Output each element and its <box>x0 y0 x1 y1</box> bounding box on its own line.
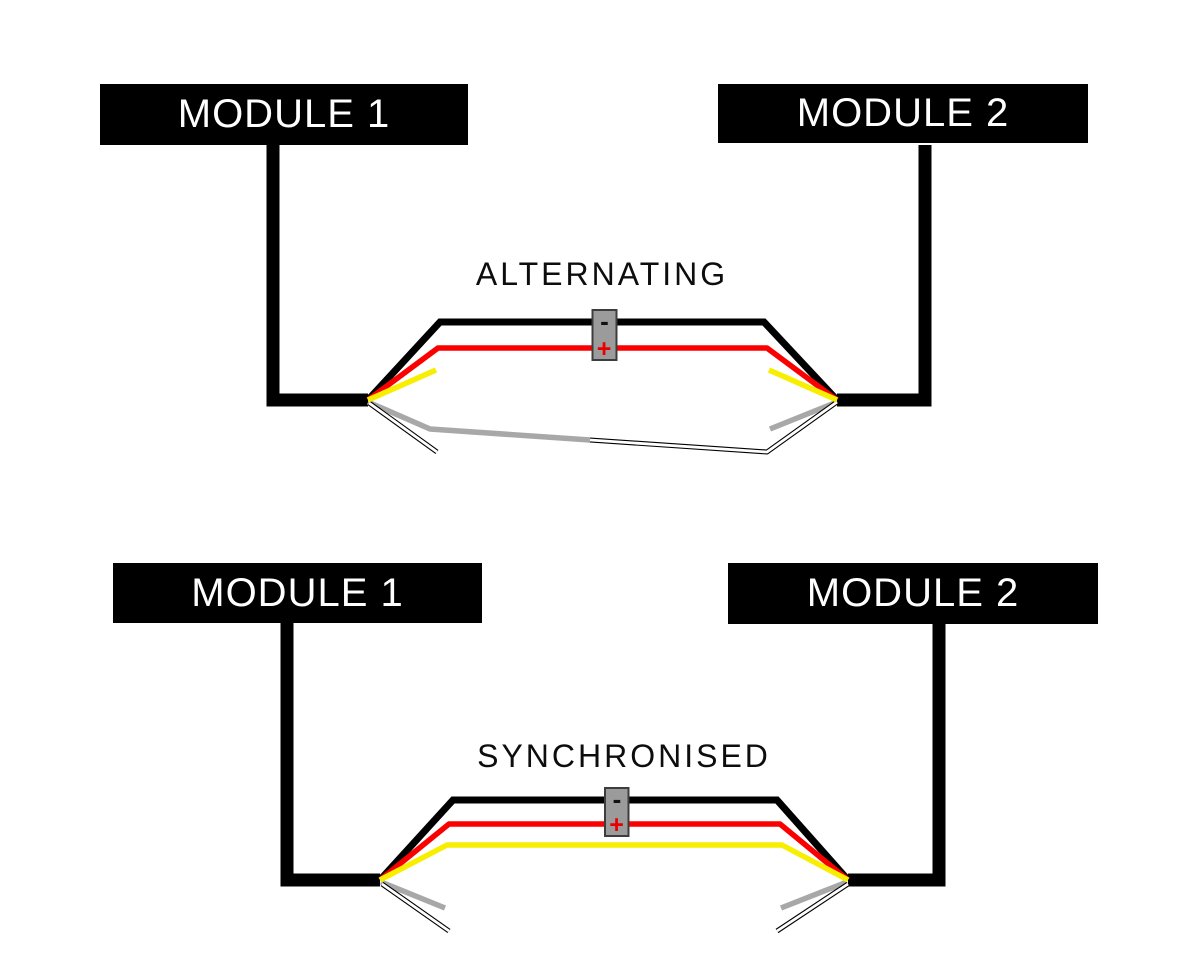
diagram-title-synchronised: SYNCHRONISED <box>477 738 771 774</box>
yellow-wire-right-stub <box>767 367 839 403</box>
module2-lead-wire <box>837 145 932 407</box>
white-wire-right-stub <box>776 882 849 933</box>
diagram-title-alternating: ALTERNATING <box>475 256 729 292</box>
grey-wire-right-stub <box>768 399 839 432</box>
white-wire-left-stub <box>368 401 438 454</box>
module-label: MODULE 2 <box>806 571 1020 615</box>
white-wire-right <box>589 400 838 454</box>
grey-wire-right-stub <box>779 879 849 911</box>
module1-lead-wire <box>280 623 380 887</box>
battery-minus-label: - <box>600 306 609 336</box>
yellow-wire <box>378 842 850 883</box>
grey-wire-left-stub <box>379 879 447 911</box>
module-box-alternating-1: MODULE 1 <box>100 84 468 145</box>
alternating-diagram-wires: - + <box>266 145 932 455</box>
grey-wire-left <box>366 399 591 443</box>
module1-lead-wire <box>266 145 368 407</box>
module-box-alternating-2: MODULE 2 <box>718 84 1088 143</box>
battery <box>604 787 630 837</box>
module-box-synchronised-2: MODULE 2 <box>728 563 1098 624</box>
synchronised-diagram-wires: - + <box>280 623 946 934</box>
module2-lead-wire <box>848 623 946 887</box>
yellow-wire-left-stub <box>366 367 438 403</box>
battery <box>591 309 618 361</box>
battery-minus-label: - <box>613 784 622 814</box>
battery-plus-label: + <box>609 811 624 839</box>
module-label: MODULE 1 <box>191 570 404 615</box>
module-label: MODULE 1 <box>177 92 391 136</box>
battery-plus-label: + <box>597 335 612 363</box>
white-wire-left-stub <box>381 882 450 933</box>
module-label: MODULE 2 <box>796 91 1010 135</box>
module-box-synchronised-1: MODULE 1 <box>113 563 482 623</box>
